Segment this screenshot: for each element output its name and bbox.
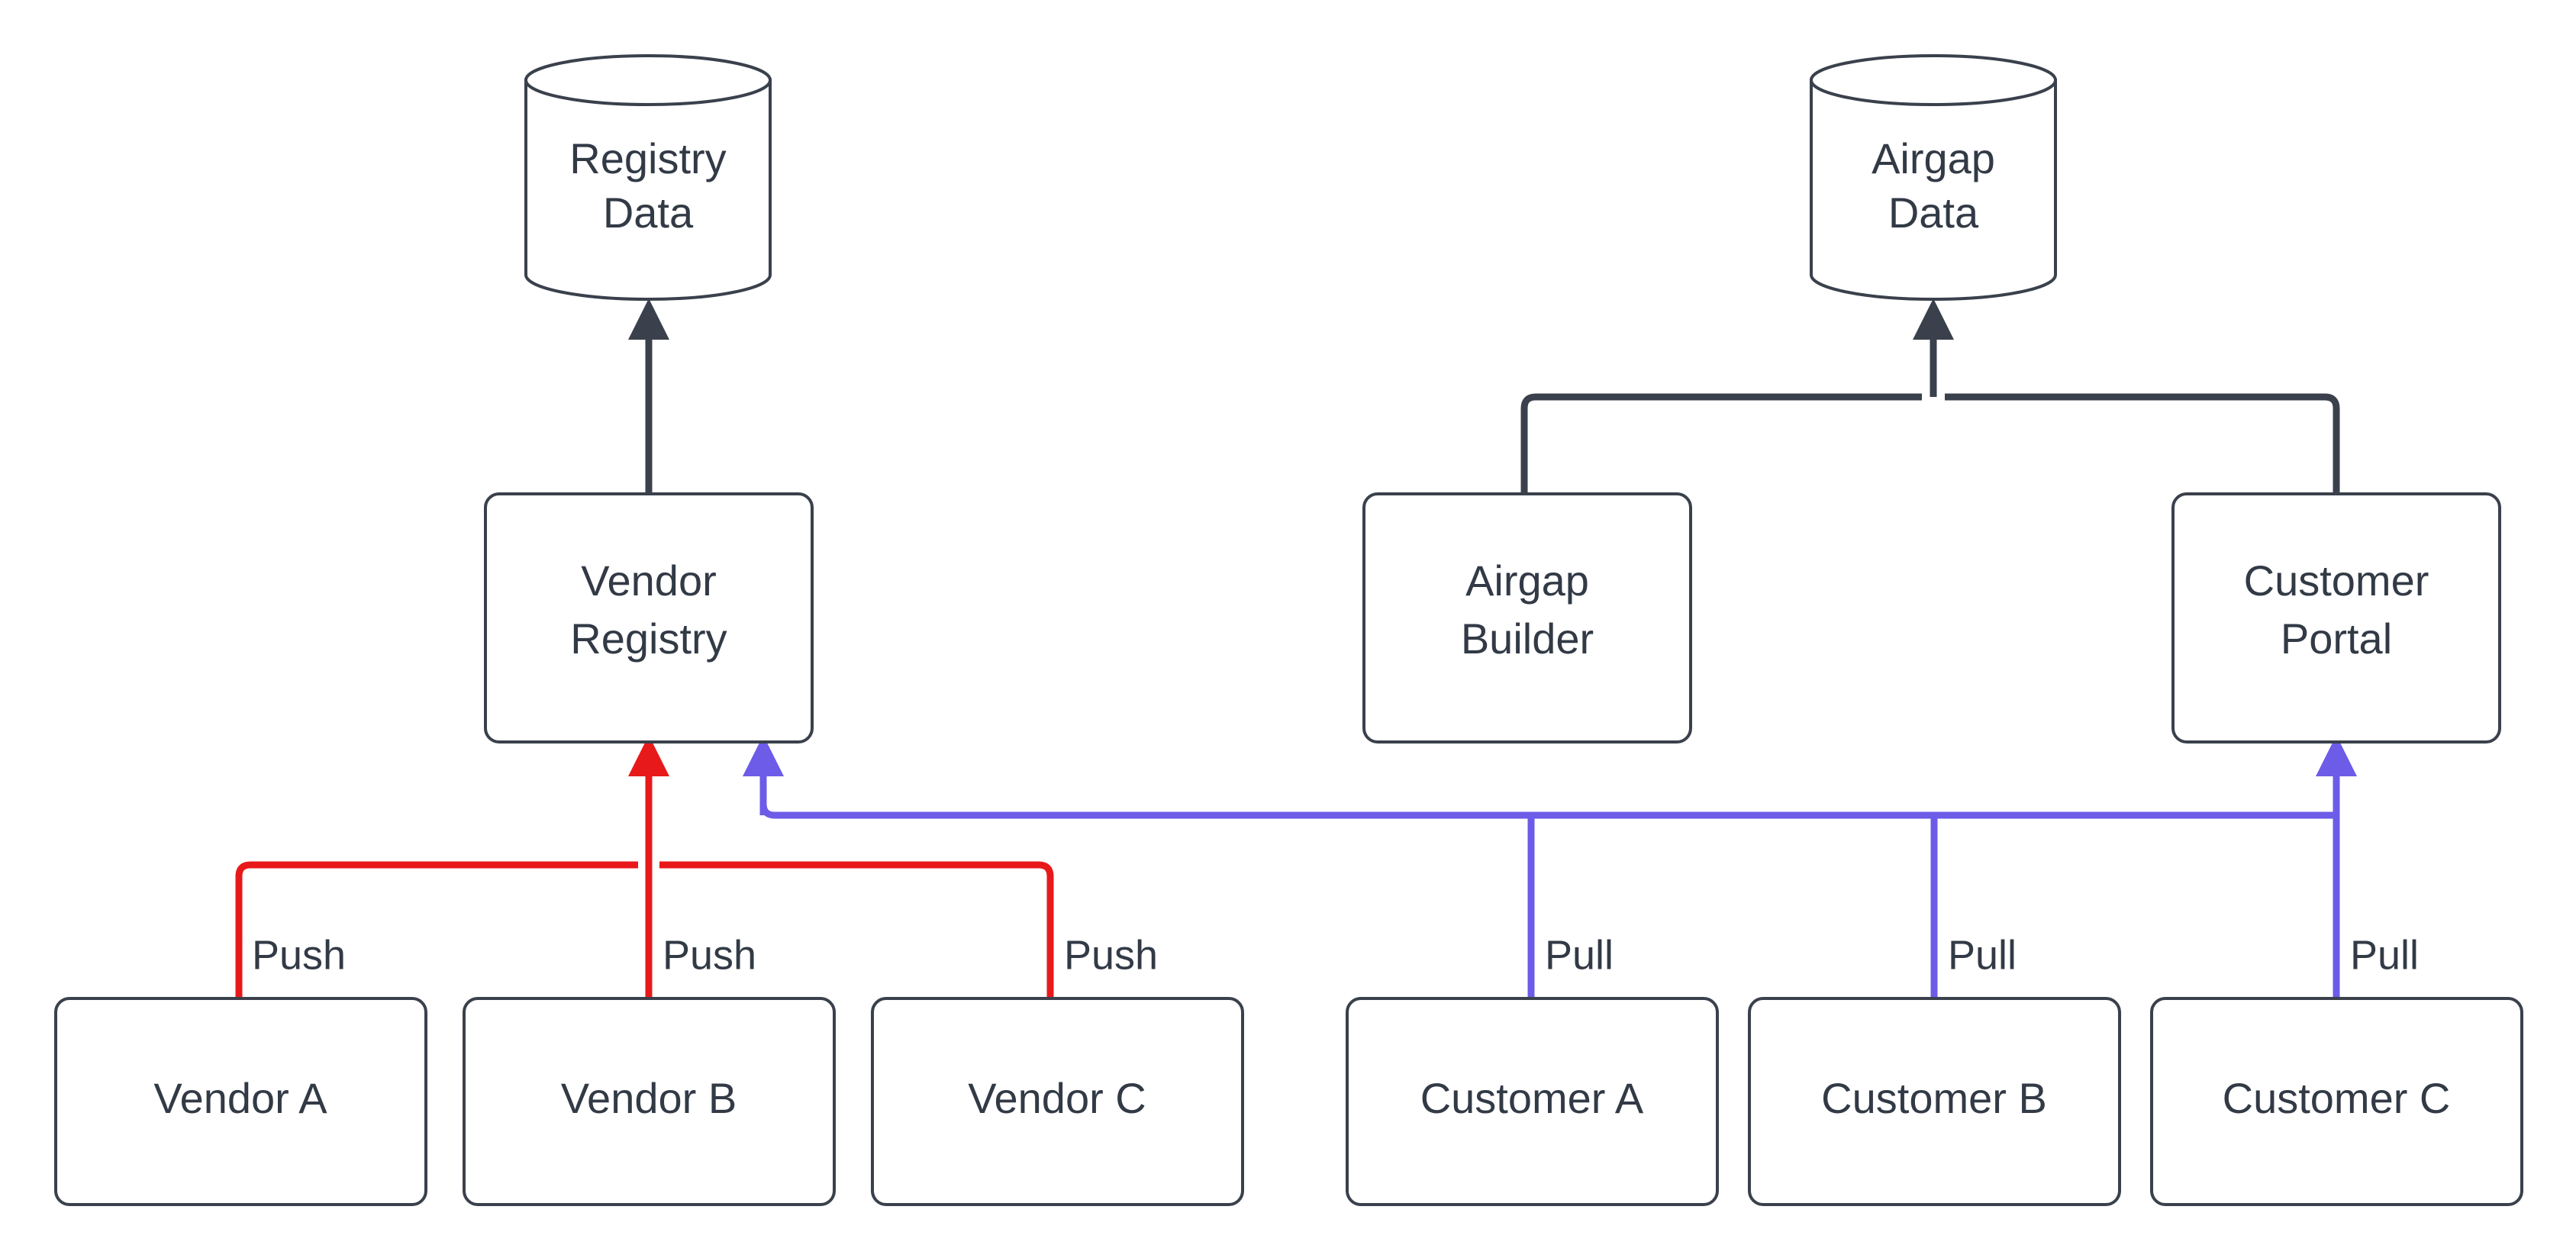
node-box — [484, 492, 814, 744]
node-box — [871, 997, 1244, 1206]
node-label-line2: Portal — [2281, 614, 2392, 663]
cylinder-body — [524, 79, 772, 301]
node-label: Customer C — [2223, 1074, 2451, 1122]
edge-label-push-vendor-a: Push — [252, 932, 346, 978]
node-box — [54, 997, 427, 1206]
node-vendor-registry[interactable]: Vendor Registry — [484, 492, 814, 744]
node-label-line2: Data — [603, 189, 694, 237]
edge-line — [659, 861, 1054, 998]
node-label-line1: Airgap — [1872, 134, 1995, 182]
edge-customer-portal-to-airgap-data — [1945, 393, 2340, 494]
edge-line — [1945, 393, 2340, 494]
node-customer-b[interactable]: Customer B — [1748, 997, 2121, 1206]
node-customer-portal[interactable]: Customer Portal — [2171, 492, 2501, 744]
node-box — [2171, 492, 2501, 744]
node-customer-c[interactable]: Customer C — [2150, 997, 2523, 1206]
node-label-line2: Builder — [1461, 614, 1594, 663]
edge-label-push-vendor-b: Push — [663, 932, 756, 978]
node-label: Vendor A — [153, 1074, 327, 1122]
node-box — [1346, 997, 1719, 1206]
node-airgap-builder[interactable]: Airgap Builder — [1362, 492, 1692, 744]
node-box — [1362, 492, 1692, 744]
node-label-line1: Registry — [569, 134, 726, 182]
node-customer-a[interactable]: Customer A — [1346, 997, 1719, 1206]
edge-vendor-a-push — [235, 861, 638, 998]
edge-line — [235, 861, 638, 998]
node-label-line1: Customer — [2244, 556, 2429, 605]
edge-pull-bus — [759, 794, 2336, 819]
node-label: Vendor B — [561, 1074, 737, 1122]
node-label-line1: Vendor — [581, 556, 717, 605]
edge-vendor-c-push — [659, 861, 1054, 998]
edge-label-pull-customer-b: Pull — [1948, 932, 2017, 978]
edge-label-pull-customer-a: Pull — [1545, 932, 1614, 978]
node-label: Vendor C — [968, 1074, 1146, 1122]
node-registry-data[interactable]: Registry Data — [524, 54, 772, 301]
node-box — [463, 997, 836, 1206]
edge-label-push-vendor-c: Push — [1064, 932, 1158, 978]
node-label-line2: Registry — [570, 614, 727, 663]
node-box — [1748, 997, 2121, 1206]
node-vendor-b[interactable]: Vendor B — [463, 997, 836, 1206]
node-label: Customer A — [1420, 1074, 1644, 1122]
edge-label-pull-customer-c: Pull — [2350, 932, 2419, 978]
node-vendor-c[interactable]: Vendor C — [871, 997, 1244, 1206]
node-vendor-a[interactable]: Vendor A — [54, 997, 427, 1206]
cylinder-body — [1810, 79, 2057, 301]
cylinder-top — [524, 54, 772, 106]
cylinder-top — [1810, 54, 2057, 106]
node-airgap-data[interactable]: Airgap Data — [1810, 54, 2057, 301]
edge-line — [1520, 393, 1922, 494]
node-box — [2150, 997, 2523, 1206]
edge-airgap-builder-to-airgap-data — [1520, 393, 1922, 494]
node-label-line2: Data — [1888, 189, 1979, 237]
edge-line — [759, 794, 2336, 819]
node-label-line1: Airgap — [1465, 556, 1589, 605]
node-label: Customer B — [1821, 1074, 2047, 1122]
